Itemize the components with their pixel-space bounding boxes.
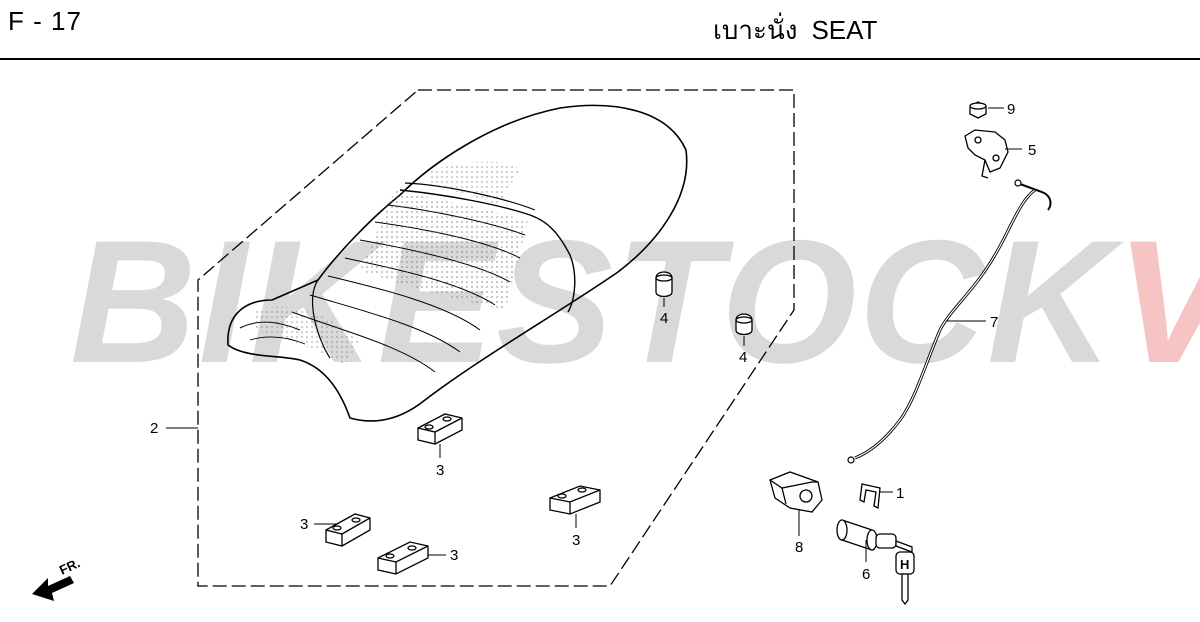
callout-7: 7 xyxy=(990,314,998,331)
callout-9: 9 xyxy=(1007,101,1015,118)
bolt[interactable] xyxy=(969,101,987,119)
seat-assembly-frame xyxy=(197,89,795,587)
page-header: F - 17 เบาะนั่ง SEAT xyxy=(0,0,1200,60)
callout-4-lower: 4 xyxy=(739,349,747,366)
callout-4-upper: 4 xyxy=(660,310,668,327)
key-cylinder[interactable] xyxy=(836,519,878,551)
key-lower[interactable]: H xyxy=(895,551,915,606)
callout-3-bottom: 3 xyxy=(450,547,458,564)
header-divider xyxy=(0,58,1200,60)
page-title: เบาะนั่ง SEAT xyxy=(713,10,877,51)
callout-5: 5 xyxy=(1028,142,1036,159)
callout-labels: 1 2 3 3 3 3 4 4 5 6 7 8 9 xyxy=(150,101,1036,583)
page-title-english: SEAT xyxy=(811,15,878,45)
seat-lock-bracket[interactable] xyxy=(964,129,1009,179)
page-title-thai: เบาะนั่ง xyxy=(713,15,798,45)
rubber-block-bottom[interactable] xyxy=(377,541,429,575)
seat-shading-1 xyxy=(360,190,528,310)
seat-shading-3 xyxy=(255,306,360,365)
callout-6: 6 xyxy=(862,566,870,583)
callout-3-middle: 3 xyxy=(572,532,580,549)
callout-1: 1 xyxy=(896,485,904,502)
rubber-block-left[interactable] xyxy=(325,513,371,547)
rubber-block-middle[interactable] xyxy=(549,485,601,515)
cushion-lower[interactable] xyxy=(735,313,753,336)
lock-holder[interactable] xyxy=(769,471,823,513)
key-upper[interactable] xyxy=(875,533,913,553)
front-direction-arrow-icon xyxy=(32,576,74,601)
seat-shading-2 xyxy=(430,161,520,205)
svg-text:H: H xyxy=(900,557,909,572)
rubber-block-upper[interactable] xyxy=(417,413,463,445)
front-direction-label: FR. xyxy=(57,555,82,577)
callout-2: 2 xyxy=(150,420,158,437)
callout-8: 8 xyxy=(795,539,803,556)
seat-lock-cable[interactable] xyxy=(847,179,1052,464)
clip[interactable] xyxy=(859,483,881,510)
callout-3-left: 3 xyxy=(300,516,308,533)
cushion-upper[interactable] xyxy=(655,271,673,298)
page-code: F - 17 xyxy=(8,6,82,36)
callout-3-upper: 3 xyxy=(436,462,444,479)
leader-lines xyxy=(166,107,1022,562)
